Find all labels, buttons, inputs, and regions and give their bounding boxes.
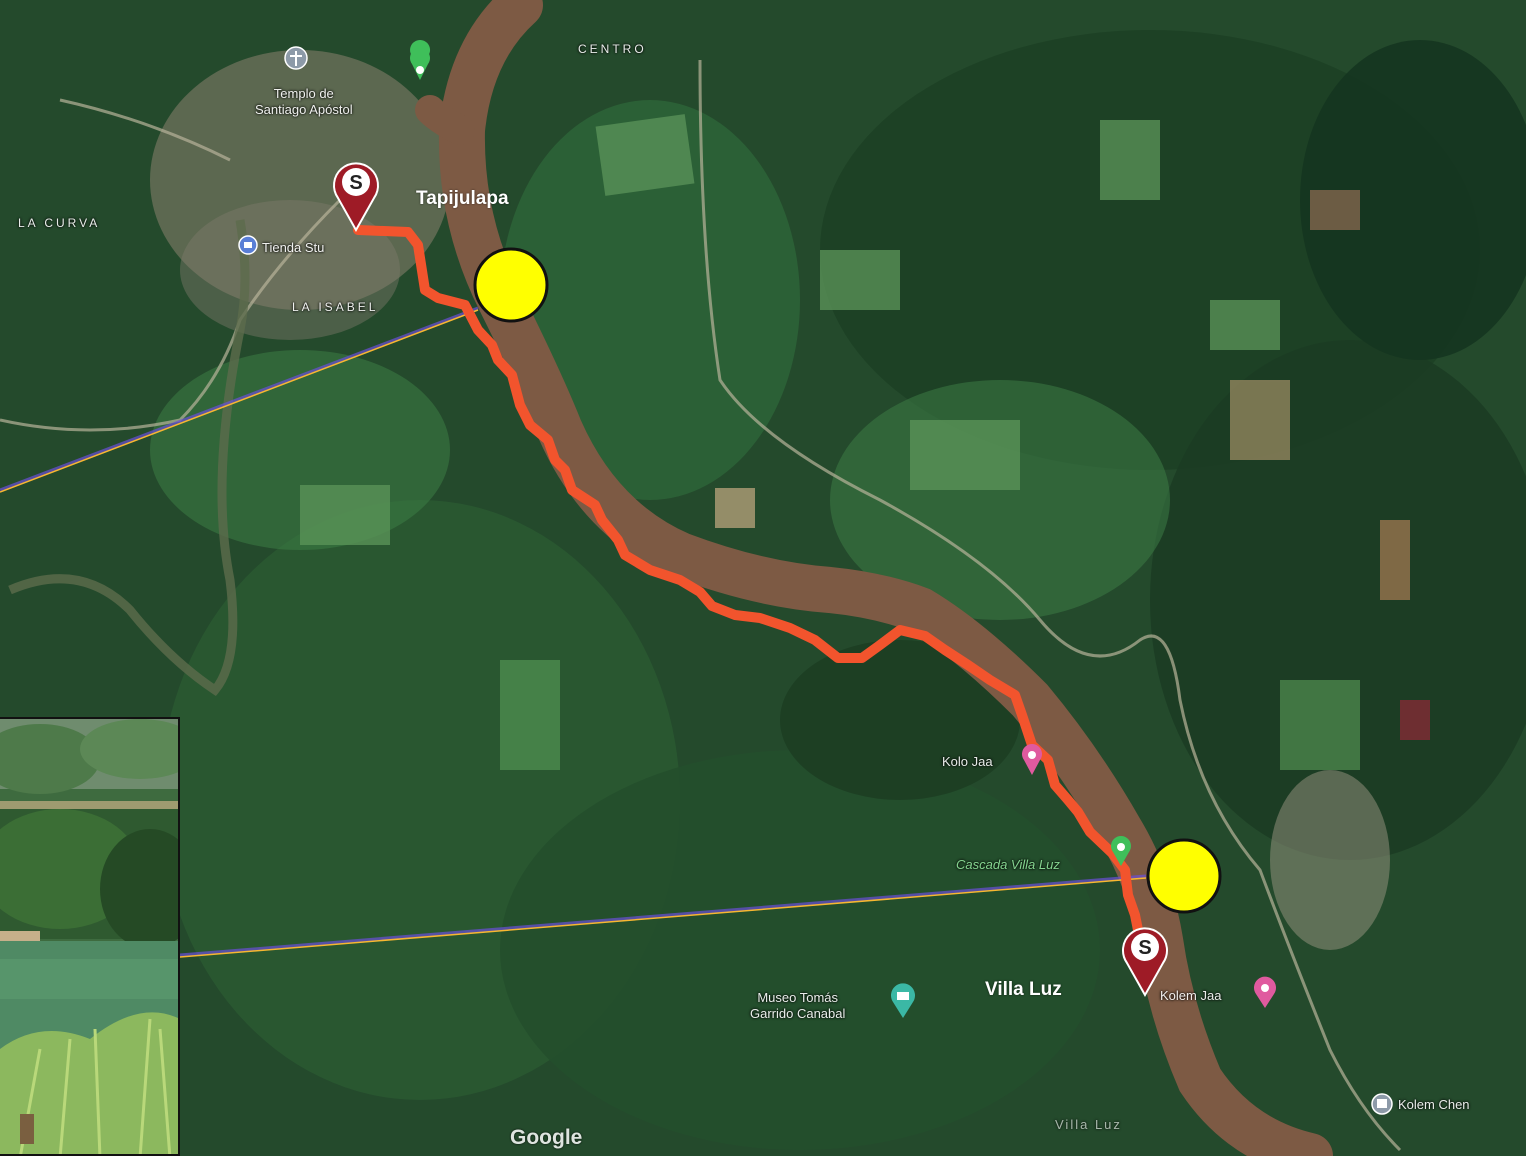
hotel-icon[interactable] [1022, 743, 1042, 775]
museum-icon[interactable] [891, 983, 915, 1018]
roads [0, 59, 1402, 1152]
highlight-circle-lower[interactable] [1146, 838, 1222, 914]
label-kolo-jaa: Kolo Jaa [942, 754, 993, 769]
route-line [353, 225, 1148, 960]
stream [8, 219, 250, 696]
map-pin-icon[interactable]: S [1122, 927, 1168, 998]
label-tienda: Tienda Stu [262, 240, 325, 255]
park-icon[interactable] [1111, 836, 1132, 866]
highlight-circle-upper[interactable] [473, 247, 549, 323]
park-icon[interactable] [410, 40, 431, 80]
field-patches [300, 114, 1430, 770]
label-kolem-jaa: Kolem Jaa [1160, 988, 1222, 1003]
label-templo-line2: Santiago Apóstol [255, 102, 353, 117]
end-marker-letter: S [1138, 937, 1151, 959]
hotel-icon[interactable] [1254, 976, 1276, 1008]
label-templo-line1: Templo de [273, 86, 334, 101]
label-la-curva: LA CURVA [18, 216, 101, 230]
label-cascada: Cascada Villa Luz [956, 857, 1060, 872]
church-icon[interactable] [284, 46, 308, 70]
label-templo: Templo de Santiago Apóstol [255, 86, 353, 118]
label-museo-line2: Garrido Canabal [750, 1006, 846, 1021]
start-marker-letter: S [349, 172, 362, 194]
photo-icon [0, 719, 178, 1154]
photo-inset[interactable] [0, 717, 180, 1156]
museum-icon[interactable] [1371, 1093, 1393, 1115]
leader-lines [0, 306, 1147, 958]
label-villa-luz: Villa Luz [985, 979, 1062, 1000]
label-museo: Museo Tomás Garrido Canabal [750, 990, 845, 1022]
shop-icon[interactable] [238, 235, 258, 255]
label-la-isabel: LA ISABEL [292, 300, 379, 314]
map-pin-icon[interactable]: S [333, 162, 379, 233]
label-kolem-chen: Kolem Chen [1398, 1097, 1470, 1112]
label-tapijulapa: Tapijulapa [416, 188, 509, 209]
google-watermark: Google [510, 1126, 583, 1149]
label-centro: CENTRO [578, 42, 647, 56]
label-museo-line1: Museo Tomás [757, 990, 839, 1005]
river-bank [415, 95, 475, 145]
town-area [150, 50, 1390, 950]
label-villa-luz-faded: Villa Luz [1055, 1117, 1122, 1132]
